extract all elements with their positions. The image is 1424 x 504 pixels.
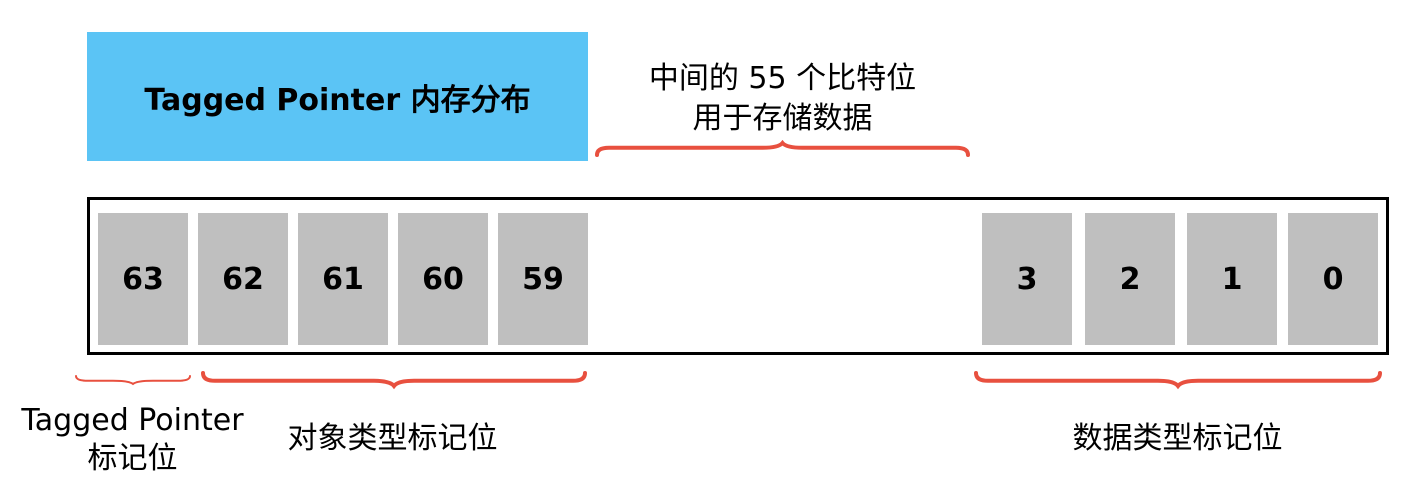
bit-cell-61: 61 xyxy=(298,213,388,345)
brace-object-type-flag xyxy=(201,371,587,390)
bit-cell-2: 2 xyxy=(1085,213,1175,345)
diagram-title: Tagged Pointer 内存分布 xyxy=(87,32,588,161)
middle-bits-note-line2: 用于存储数据 xyxy=(692,101,873,136)
brace-middle-bits xyxy=(595,139,970,157)
brace-tagged-pointer-flag xyxy=(75,375,191,386)
brace-data-type-flag xyxy=(974,371,1382,390)
tagged-pointer-flag-label-line1: Tagged Pointer xyxy=(21,403,244,438)
tagged-pointer-flag-label-line2: 标记位 xyxy=(87,441,178,476)
bit-cell-63: 63 xyxy=(98,213,188,345)
bit-cell-60: 60 xyxy=(398,213,488,345)
data-type-flag-label: 数据类型标记位 xyxy=(1072,421,1283,456)
bit-cell-1: 1 xyxy=(1187,213,1277,345)
pointer-bits-container xyxy=(87,197,1389,355)
bit-cell-0: 0 xyxy=(1288,213,1378,345)
bit-cell-62: 62 xyxy=(198,213,288,345)
bit-cell-3: 3 xyxy=(982,213,1072,345)
object-type-flag-label: 对象类型标记位 xyxy=(287,421,498,456)
middle-bits-note-line1: 中间的 55 个比特位 xyxy=(648,61,917,96)
bit-cell-59: 59 xyxy=(498,213,588,345)
